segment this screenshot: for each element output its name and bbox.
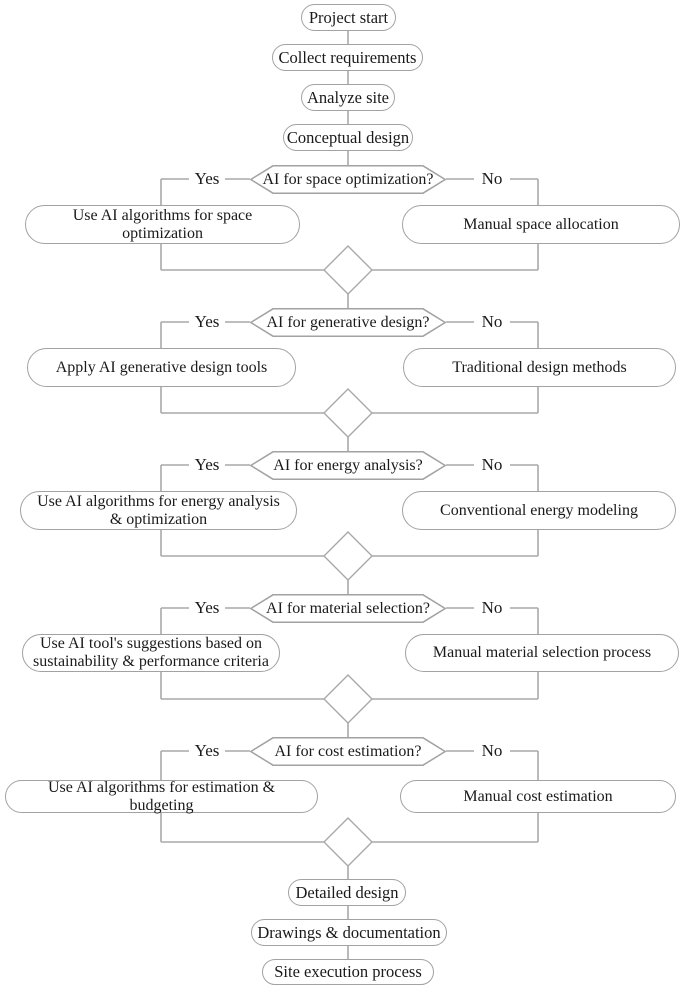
decision-label: AI for space optimization? — [262, 170, 434, 188]
node-label: Drawings & documentation — [257, 922, 441, 942]
hexagon-shape — [250, 451, 446, 480]
decision-label: AI for material selection? — [266, 599, 430, 617]
node-label: Conceptual design — [286, 127, 410, 147]
hexagon-shape — [250, 594, 446, 623]
node-label: Traditional design methods — [452, 358, 627, 376]
node-label: Detailed design — [295, 882, 399, 902]
node-label: Manual space allocation — [463, 215, 619, 233]
node-ai-estimation-budgeting: Use AI algorithms for estimation & budge… — [5, 778, 318, 814]
node-label: Analyze site — [306, 87, 389, 107]
node-manual-material-selection: Manual material selection process — [405, 634, 679, 672]
merge-diamond-2 — [323, 388, 373, 438]
no-label-2: No — [474, 311, 510, 333]
node-label: Collect requirements — [278, 47, 417, 67]
node-manual-cost-estimation: Manual cost estimation — [400, 780, 676, 813]
node-apply-generative-tools: Apply AI generative design tools — [27, 348, 296, 387]
node-detailed-design: Detailed design — [288, 879, 406, 906]
node-analyze-site: Analyze site — [301, 84, 395, 111]
node-label: Manual material selection process — [432, 644, 652, 661]
no-label-5: No — [474, 740, 510, 762]
node-label: Use AI algorithms for space optimization — [72, 206, 253, 242]
decision-space-optimization: AI for space optimization? — [250, 165, 446, 194]
yes-label-4: Yes — [189, 597, 225, 619]
decision-label: AI for cost estimation? — [274, 742, 422, 760]
node-conceptual-design: Conceptual design — [283, 124, 413, 151]
node-label: Site execution process — [274, 962, 422, 981]
node-label: Manual cost estimation — [463, 787, 613, 805]
node-label: Use AI algorithms for energy analysis & … — [37, 492, 280, 528]
node-manual-space-allocation: Manual space allocation — [402, 205, 680, 244]
yes-label-3: Yes — [189, 454, 225, 476]
node-ai-material-suggestions: Use AI tool's suggestions based on susta… — [22, 634, 280, 672]
hexagon-shape — [250, 737, 446, 766]
node-project-start: Project start — [301, 4, 396, 31]
yes-label-2: Yes — [189, 311, 225, 333]
yes-label-1: Yes — [189, 168, 225, 190]
node-label: Use AI tool's suggestions based on susta… — [33, 635, 269, 670]
node-label: Apply AI generative design tools — [55, 358, 268, 376]
decision-cost-estimation: AI for cost estimation? — [250, 737, 446, 766]
node-traditional-design-methods: Traditional design methods — [403, 348, 676, 387]
merge-diamond-5 — [323, 817, 373, 867]
node-ai-energy-analysis: Use AI algorithms for energy analysis & … — [20, 491, 297, 530]
merge-diamond-4 — [323, 674, 373, 724]
node-label: Conventional energy modeling — [440, 501, 638, 519]
decision-generative-design: AI for generative design? — [250, 308, 446, 337]
no-label-4: No — [474, 597, 510, 619]
no-label-3: No — [474, 454, 510, 476]
merge-diamond-3 — [323, 531, 373, 581]
yes-label-5: Yes — [189, 740, 225, 762]
node-site-execution-process: Site execution process — [262, 959, 434, 985]
node-label: Project start — [308, 7, 389, 27]
decision-material-selection: AI for material selection? — [250, 594, 446, 623]
decision-label: AI for energy analysis? — [273, 456, 423, 474]
decision-energy-analysis: AI for energy analysis? — [250, 451, 446, 480]
hexagon-shape — [250, 308, 446, 337]
decision-label: AI for generative design? — [266, 313, 430, 331]
merge-diamond-1 — [323, 245, 373, 295]
node-drawings-documentation: Drawings & documentation — [251, 919, 447, 946]
node-ai-space-optimization: Use AI algorithms for space optimization — [25, 205, 300, 244]
no-label-1: No — [474, 168, 510, 190]
node-label: Use AI algorithms for estimation & budge… — [47, 778, 276, 814]
node-collect-requirements: Collect requirements — [272, 44, 423, 71]
node-conventional-energy-modeling: Conventional energy modeling — [402, 491, 676, 530]
hexagon-shape — [250, 165, 446, 194]
